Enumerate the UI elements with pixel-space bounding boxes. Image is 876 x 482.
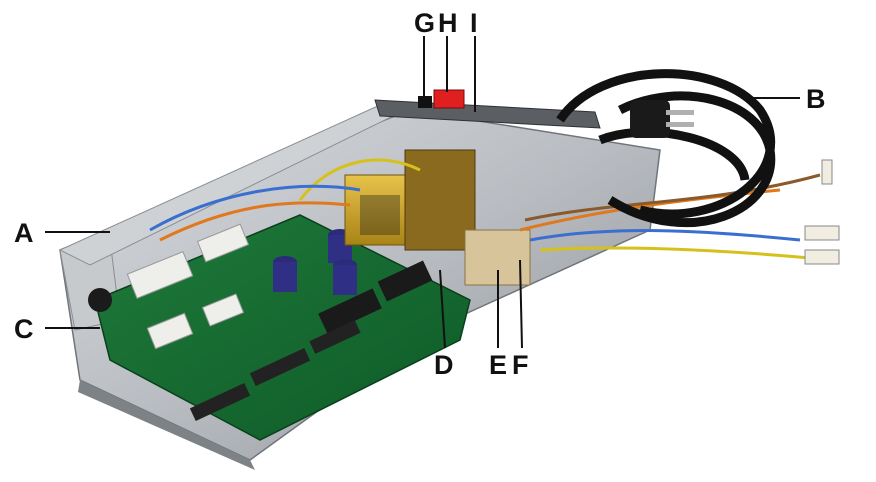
wire-harness — [149, 158, 821, 260]
label-i: I — [470, 8, 478, 38]
cable-connectors — [804, 159, 840, 265]
label-b: B — [806, 84, 826, 114]
label-d: D — [434, 350, 454, 380]
label-e: E — [489, 350, 507, 380]
leader-lines — [45, 36, 800, 349]
label-g: G — [414, 8, 435, 38]
plug — [630, 100, 694, 138]
label-a: A — [14, 218, 34, 248]
circuit-board — [88, 214, 471, 441]
label-h: H — [438, 8, 458, 38]
transformer — [344, 149, 476, 251]
switch-bracket — [374, 89, 601, 129]
label-f: F — [512, 350, 529, 380]
power-cord — [556, 69, 776, 228]
label-c: C — [14, 314, 34, 344]
